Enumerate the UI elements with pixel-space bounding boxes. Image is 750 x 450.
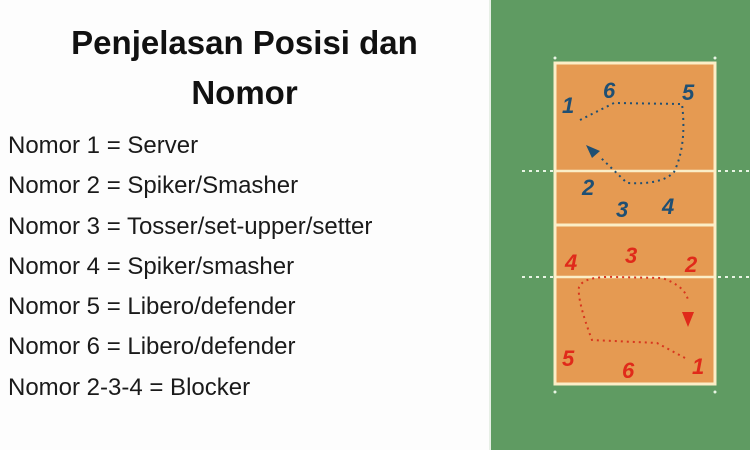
top-rotation-path [579, 101, 685, 185]
position-item-6: Nomor 6 = Libero/defender [8, 333, 296, 361]
top-pos-4: 4 [661, 194, 674, 219]
bottom-pos-2: 2 [684, 252, 698, 277]
bottom-pos-3: 3 [625, 243, 637, 268]
position-item-2: Nomor 2 = Spiker/Smasher [8, 172, 299, 200]
title-line-2: Nomor [191, 74, 298, 111]
position-item-1: Nomor 1 = Server [8, 132, 199, 159]
corner-markers [553, 56, 717, 394]
bottom-pos-6: 6 [622, 358, 635, 383]
position-list: Nomor 1 = Server Nomor 2 = Spiker/Smashe… [8, 126, 372, 408]
top-pos-2: 2 [581, 175, 595, 200]
top-rotation-arrow-icon [586, 145, 600, 158]
bottom-pos-5: 5 [562, 346, 575, 371]
bottom-rotation-path [577, 275, 689, 359]
top-pos-1: 1 [562, 93, 574, 118]
bottom-team-numbers: 4 3 2 5 6 1 [562, 243, 704, 383]
position-item-4: Nomor 4 = Spiker/smasher [8, 252, 295, 280]
bottom-pos-4: 4 [564, 250, 577, 275]
volleyball-court-diagram: 1 6 5 2 3 4 4 3 2 5 6 1 [489, 0, 750, 450]
bottom-rotation-arrow-icon [682, 312, 694, 327]
top-pos-3: 3 [616, 197, 628, 222]
position-item-5: Nomor 5 = Libero/defender [8, 293, 296, 321]
top-pos-6: 6 [603, 78, 616, 103]
attack-line-extensions [522, 170, 750, 278]
position-item-blocker: Nomor 2-3-4 = Blocker [8, 373, 251, 401]
court-svg: 1 6 5 2 3 4 4 3 2 5 6 1 [522, 56, 750, 394]
top-team-numbers: 1 6 5 2 3 4 [562, 78, 695, 222]
explanation-panel: Penjelasan Posisi dan Nomor Nomor 1 = Se… [0, 18, 489, 408]
title-line-1: Penjelasan Posisi dan [71, 24, 418, 61]
top-pos-5: 5 [682, 80, 695, 105]
bottom-pos-1: 1 [692, 354, 704, 379]
position-item-3: Nomor 3 = Tosser/set-upper/setter [8, 212, 373, 240]
page-title: Penjelasan Posisi dan Nomor [0, 18, 489, 118]
